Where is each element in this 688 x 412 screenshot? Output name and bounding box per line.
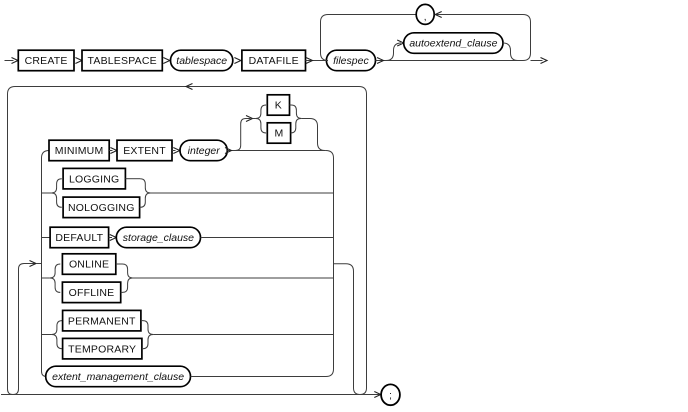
svg-text:DATAFILE: DATAFILE bbox=[249, 55, 299, 67]
svg-text:OFFLINE: OFFLINE bbox=[69, 287, 115, 299]
svg-text:tablespace: tablespace bbox=[176, 55, 227, 67]
svg-text:K: K bbox=[275, 100, 282, 112]
svg-text:;: ; bbox=[389, 390, 392, 401]
svg-text:extent_management_clause: extent_management_clause bbox=[52, 371, 184, 383]
svg-text:TABLESPACE: TABLESPACE bbox=[88, 55, 157, 67]
svg-text:autoextend_clause: autoextend_clause bbox=[409, 38, 497, 50]
svg-text:EXTENT: EXTENT bbox=[123, 145, 166, 157]
svg-text:,: , bbox=[424, 12, 427, 23]
svg-text:filespec: filespec bbox=[333, 55, 369, 67]
svg-text:DEFAULT: DEFAULT bbox=[55, 232, 103, 244]
svg-text:CREATE: CREATE bbox=[25, 55, 68, 67]
svg-text:storage_clause: storage_clause bbox=[123, 232, 194, 244]
svg-text:PERMANENT: PERMANENT bbox=[68, 315, 136, 327]
svg-text:integer: integer bbox=[188, 145, 221, 157]
svg-text:TEMPORARY: TEMPORARY bbox=[68, 343, 136, 355]
svg-text:M: M bbox=[275, 128, 284, 140]
svg-text:NOLOGGING: NOLOGGING bbox=[68, 202, 135, 214]
svg-text:ONLINE: ONLINE bbox=[69, 259, 109, 271]
svg-text:MINIMUM: MINIMUM bbox=[55, 145, 104, 157]
svg-text:LOGGING: LOGGING bbox=[69, 173, 119, 185]
